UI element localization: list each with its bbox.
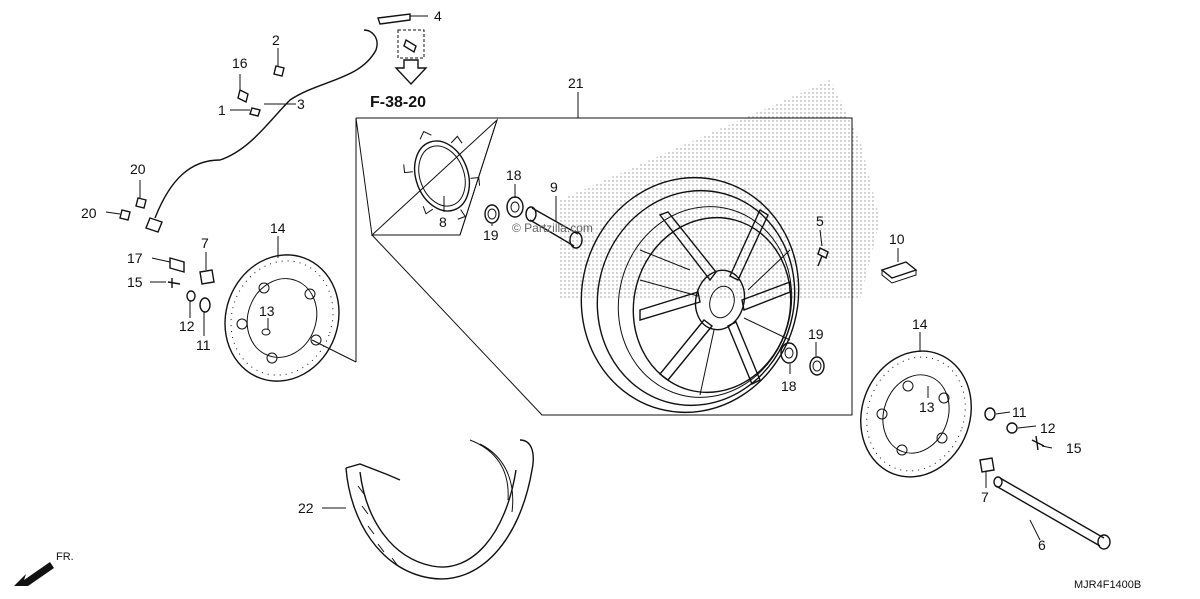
front-direction-arrow: FR. — [14, 551, 74, 586]
tire — [345, 439, 534, 580]
callout-17: 17 — [127, 250, 143, 266]
callout-19-left: 19 — [483, 227, 499, 243]
callout-21: 21 — [568, 75, 584, 91]
callout-12-right: 12 — [1040, 420, 1056, 436]
callout-20-upper: 20 — [130, 161, 146, 177]
callout-11-right: 11 — [1012, 404, 1027, 420]
callout-3: 3 — [297, 96, 305, 112]
reference-label: F-38-20 — [370, 94, 426, 111]
callout-16: 16 — [232, 55, 248, 71]
screw-5 — [817, 247, 829, 267]
leader-lines — [105, 15, 1053, 541]
callout-18-right: 18 — [781, 378, 797, 394]
callout-7-right: 7 — [981, 489, 989, 505]
callouts: 1 2 3 4 5 6 7 7 8 9 10 11 11 12 12 13 13… — [81, 8, 1082, 553]
cast-wheel — [580, 176, 800, 414]
reference-arrow — [394, 29, 428, 86]
callout-13-right: 13 — [919, 399, 935, 415]
bearing-left — [484, 196, 524, 224]
callout-9: 9 — [550, 179, 558, 195]
speed-sensor-cable — [145, 13, 411, 233]
callout-14-left: 14 — [270, 220, 286, 236]
callout-10: 10 — [889, 231, 905, 247]
direction-label: FR. — [56, 551, 74, 563]
front-axle — [993, 476, 1111, 550]
callout-11-left: 11 — [196, 337, 211, 353]
callout-15-right: 15 — [1066, 440, 1082, 456]
callout-1: 1 — [218, 102, 226, 118]
watermark: © Partzilla.com — [512, 221, 593, 235]
callout-18-left: 18 — [506, 167, 522, 183]
callout-13-left: 13 — [259, 303, 275, 319]
wheel-shadow — [560, 80, 880, 300]
callout-6: 6 — [1038, 537, 1046, 553]
callout-8: 8 — [439, 214, 447, 230]
pulser-ring — [403, 130, 481, 220]
callout-4: 4 — [434, 8, 442, 24]
callout-2: 2 — [272, 32, 280, 48]
callout-7-left: 7 — [201, 235, 209, 251]
callout-15-left: 15 — [127, 274, 143, 290]
brake-disc-right — [860, 350, 972, 478]
bearing-right — [780, 342, 825, 376]
callout-20-lower: 20 — [81, 205, 97, 221]
callout-14-right: 14 — [912, 316, 928, 332]
balance-weight — [880, 261, 918, 284]
diagram-code: MJR4F1400B — [1074, 579, 1141, 591]
callout-22: 22 — [298, 500, 314, 516]
brake-disc-left — [224, 254, 340, 382]
callout-12-left: 12 — [179, 318, 195, 334]
left-hardware — [167, 257, 215, 313]
callout-5: 5 — [816, 213, 824, 229]
distance-collar — [525, 206, 583, 249]
right-hardware — [979, 407, 1045, 473]
sensor-bolts — [119, 65, 285, 221]
callout-19-right: 19 — [808, 326, 824, 342]
